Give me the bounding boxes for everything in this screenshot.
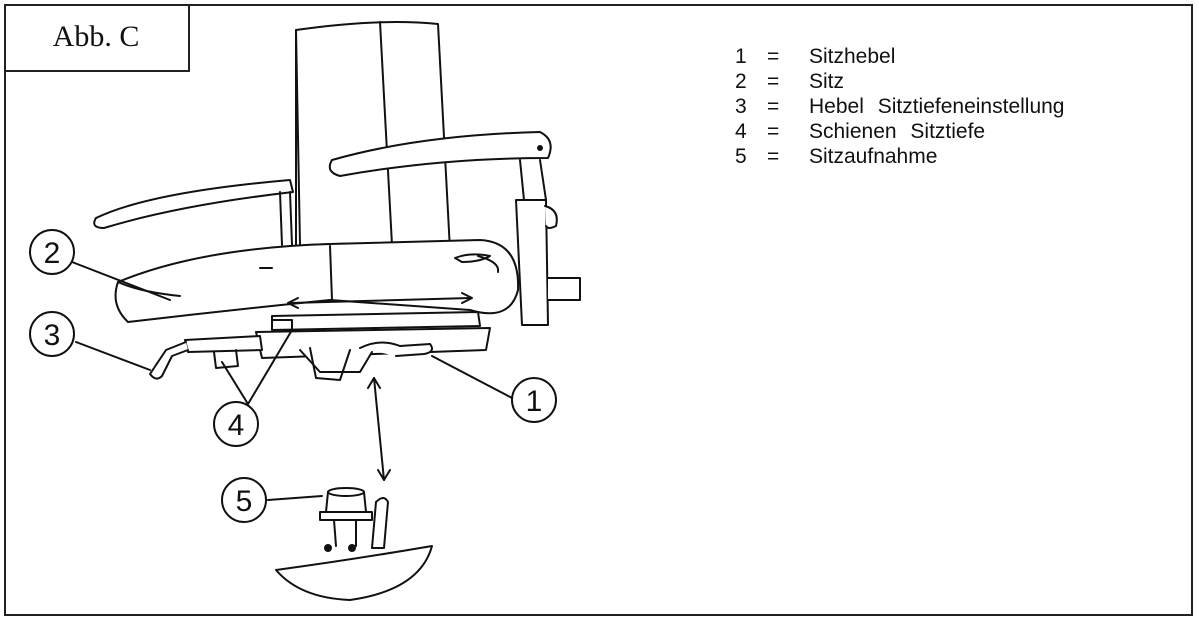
legend-equals: = xyxy=(767,45,780,68)
legend-equals: = xyxy=(767,120,780,143)
leader-3 xyxy=(75,341,151,371)
leader-4b xyxy=(247,329,293,405)
legend-item: 5 = Sitzaufnahme xyxy=(735,144,1065,169)
legend-item: 4 = Schienen Sitztiefe xyxy=(735,119,1065,144)
legend-number: 2 xyxy=(735,70,747,93)
armrest-left xyxy=(93,179,294,246)
backrest xyxy=(295,21,451,251)
legend-number: 4 xyxy=(735,120,747,143)
callout-circle-5 xyxy=(221,477,267,523)
legend-equals: = xyxy=(767,145,780,168)
callout-circle-3 xyxy=(29,311,75,357)
legend-equals: = xyxy=(767,95,780,118)
legend-number: 5 xyxy=(735,145,747,168)
assembly-arrow-head-top xyxy=(367,377,381,389)
legend-text: Schienen Sitztiefe xyxy=(809,120,986,143)
leader-5 xyxy=(267,495,323,501)
legend-text: Sitzhebel xyxy=(809,45,896,68)
callout-circle-2 xyxy=(29,229,75,275)
armrest-right xyxy=(328,131,581,326)
legend-text: Sitzaufnahme xyxy=(809,145,938,168)
legend-item: 3 = Hebel Sitztiefeneinstellung xyxy=(735,94,1065,119)
legend-text: Hebel Sitztiefeneinstellung xyxy=(809,95,1065,118)
legend-equals: = xyxy=(767,70,780,93)
depth-lever xyxy=(149,341,189,380)
figure-label: Abb. C xyxy=(4,4,190,72)
callout-4: 4 xyxy=(228,409,245,442)
callout-1: 1 xyxy=(526,385,543,418)
assembly-arrow-head-bottom xyxy=(377,469,391,481)
leader-2 xyxy=(71,261,171,301)
legend-text: Sitz xyxy=(809,70,845,93)
legend: 1 = Sitzhebel 2 = Sitz 3 = Hebel Sitztie… xyxy=(735,44,1065,169)
legend-item: 2 = Sitz xyxy=(735,69,1065,94)
callout-circle-4 xyxy=(213,401,259,447)
leader-4a xyxy=(221,361,249,405)
leader-1 xyxy=(431,355,513,399)
assembly-arrow xyxy=(373,377,385,481)
legend-item: 1 = Sitzhebel xyxy=(735,44,1065,69)
callout-circle-1 xyxy=(511,377,557,423)
callout-5: 5 xyxy=(236,485,253,518)
seat-mechanism xyxy=(184,311,491,381)
legend-number: 1 xyxy=(735,45,747,68)
callout-2: 2 xyxy=(44,237,61,270)
seat-receptacle xyxy=(275,487,433,601)
seat-cushion xyxy=(114,239,520,323)
callout-3: 3 xyxy=(44,319,61,352)
legend-number: 3 xyxy=(735,95,747,118)
